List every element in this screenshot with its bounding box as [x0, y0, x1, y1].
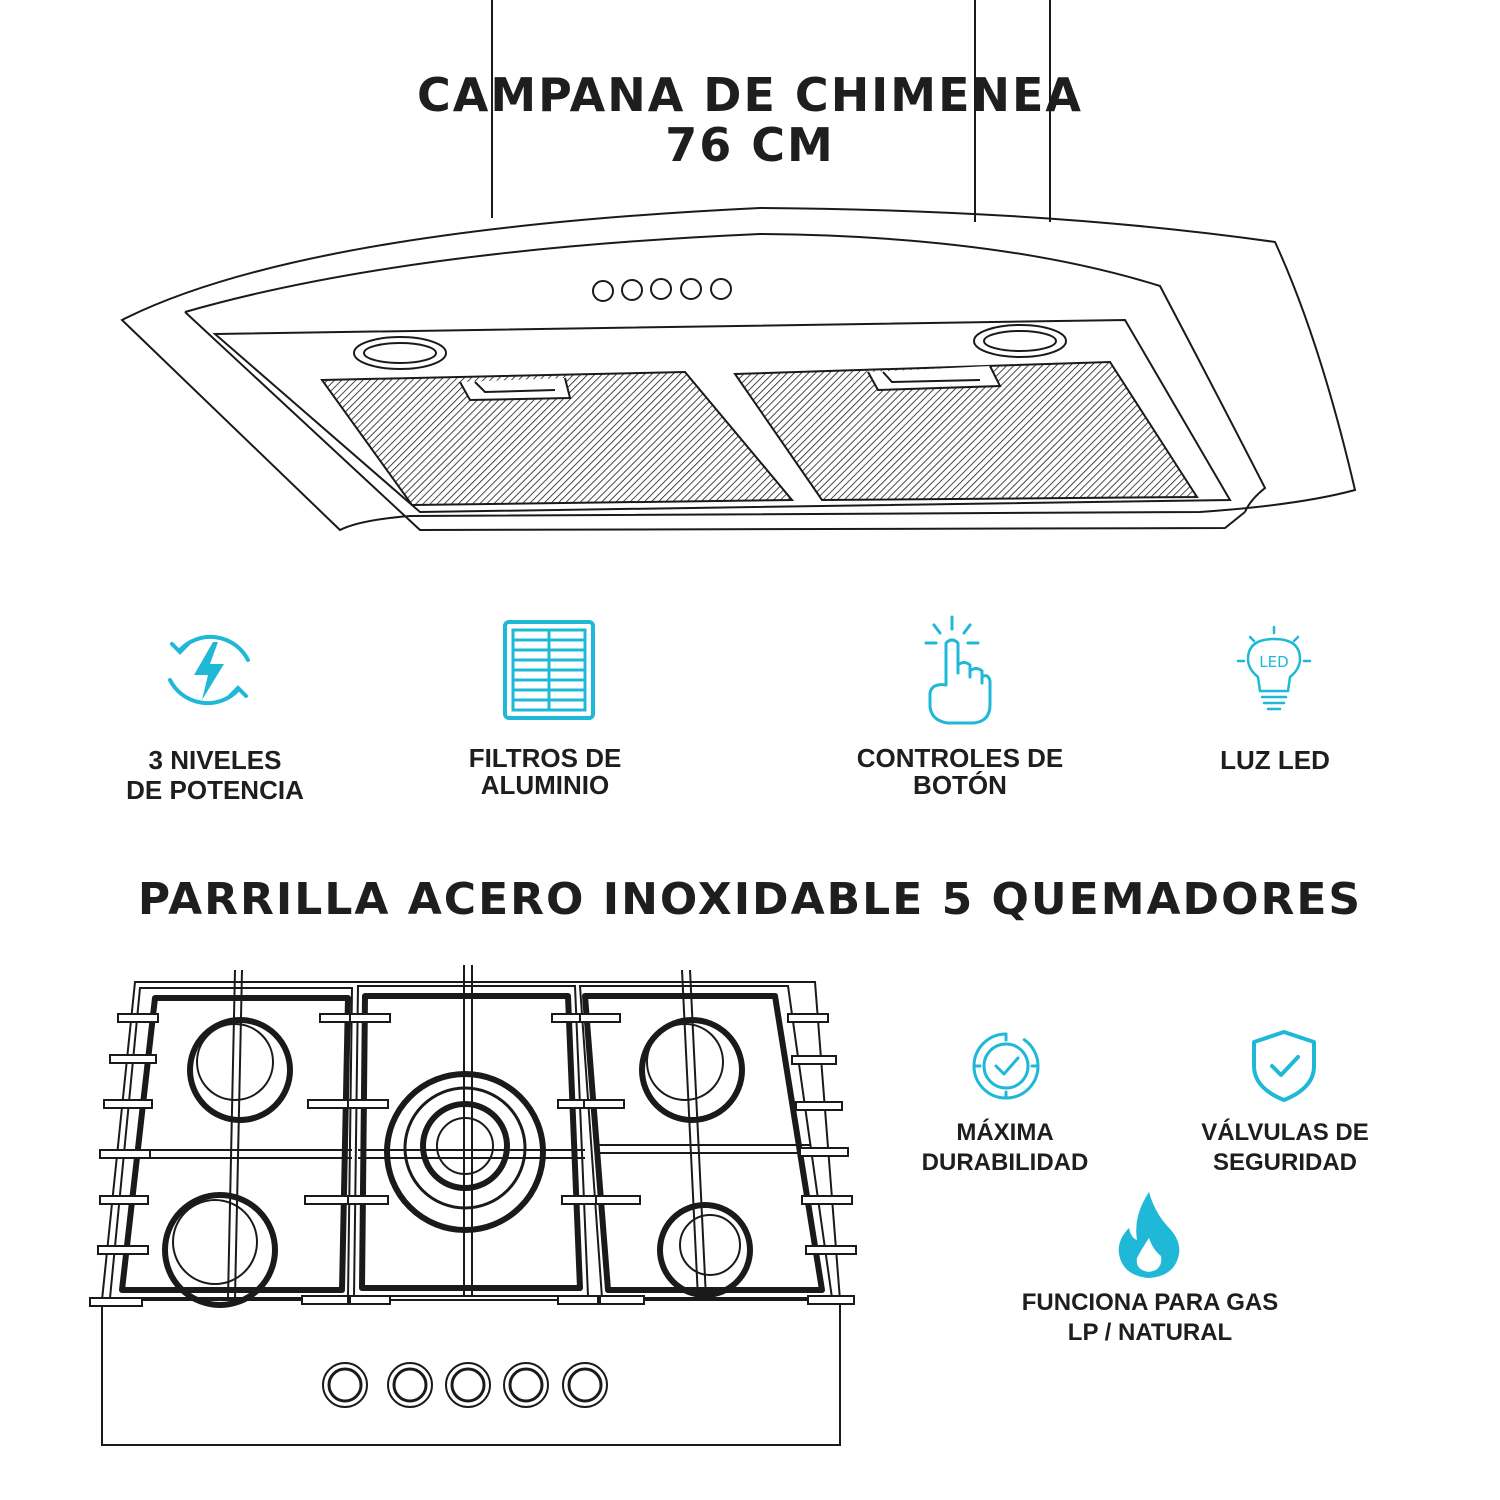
feature-safety-valves: VÁLVULAS DE SEGURIDAD	[1160, 1118, 1410, 1178]
touch-hand-icon	[924, 615, 992, 725]
cooktop-title: PARRILLA ACERO INOXIDABLE 5 QUEMADORES	[137, 874, 1363, 925]
flame-icon	[1118, 1192, 1180, 1278]
feature-gas-type: FUNCIONA PARA GAS LP / NATURAL	[995, 1288, 1305, 1348]
shield-check-icon	[1252, 1030, 1316, 1102]
feature-aluminum-filters: FILTROS DE ALUMINIO	[430, 745, 660, 799]
filter-grid-icon	[503, 620, 595, 720]
feature-label-line2: ALUMINIO	[480, 770, 610, 800]
range-hood-illustration	[120, 0, 1357, 532]
feature-label-line1: LUZ LED	[1220, 745, 1330, 775]
clock-check-icon	[972, 1032, 1040, 1100]
feature-max-durability: MÁXIMA DURABILIDAD	[890, 1118, 1120, 1178]
svg-text:LED: LED	[1259, 653, 1288, 671]
feature-led-light: LUZ LED	[1175, 745, 1375, 775]
feature-power-levels: 3 NIVELES DE POTENCIA	[100, 745, 330, 805]
feature-label-line2: LP / NATURAL	[1067, 1319, 1233, 1346]
feature-label-line1: CONTROLES DE	[856, 743, 1064, 773]
feature-label-line2: SEGURIDAD	[1212, 1149, 1357, 1176]
gas-cooktop-illustration	[89, 965, 857, 1446]
hood-title-line2: 76 CM	[665, 118, 835, 172]
feature-label-line2: DE POTENCIA	[126, 775, 304, 805]
feature-label-line2: DURABILIDAD	[921, 1149, 1089, 1176]
feature-label-line1: VÁLVULAS DE	[1201, 1119, 1369, 1146]
feature-label-line1: MÁXIMA	[956, 1119, 1054, 1146]
feature-label-line1: FILTROS DE	[468, 743, 622, 773]
energy-cycle-icon	[168, 634, 250, 706]
feature-label-line1: 3 NIVELES	[148, 745, 282, 775]
feature-button-controls: CONTROLES DE BOTÓN	[825, 745, 1095, 799]
led-bulb-icon: LED	[1236, 625, 1312, 711]
feature-label-line2: BOTÓN	[913, 770, 1007, 800]
feature-label-line1: FUNCIONA PARA GAS	[1021, 1289, 1279, 1316]
hood-title-line1: CAMPANA DE CHIMENEA	[416, 68, 1084, 122]
hood-title: CAMPANA DE CHIMENEA 76 CM	[300, 70, 1200, 170]
